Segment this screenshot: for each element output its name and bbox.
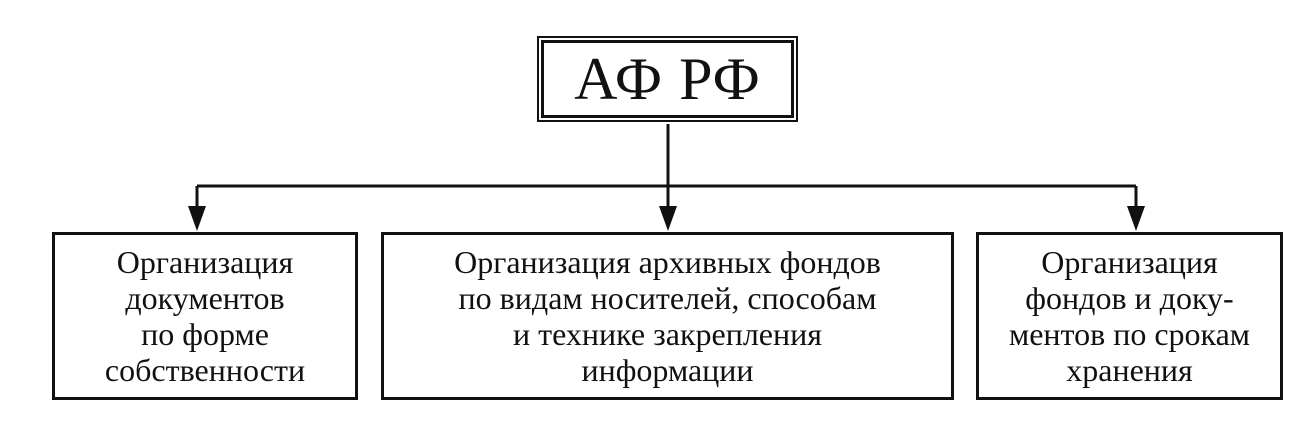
root-node: АФ РФ [537, 36, 798, 122]
label-line: Организация архивных фондов [454, 244, 881, 280]
label-line: информации [581, 352, 754, 388]
left-arrow-icon [188, 206, 206, 231]
label-line: Организация [116, 244, 294, 280]
root-node-label: АФ РФ [574, 46, 761, 112]
right-arrow-icon [1127, 206, 1145, 231]
child-node-label: Организация архивных фондов по видам нос… [454, 244, 881, 388]
label-line: хранения [1066, 352, 1193, 388]
child-node-label: Организация фондов и доку- ментов по сро… [1009, 244, 1250, 388]
center-arrow-icon [659, 206, 677, 231]
label-line: фондов и доку- [1025, 280, 1234, 316]
label-line: ментов по срокам [1008, 316, 1251, 352]
child-node-label: Организация документов по форме собствен… [105, 244, 305, 388]
label-line: собственности [104, 352, 306, 388]
label-line: и технике закрепления [513, 316, 822, 352]
label-line: Организация [1041, 244, 1218, 280]
label-line: документов [125, 280, 285, 316]
child-node-storage-terms: Организация фондов и доку- ментов по сро… [976, 232, 1283, 400]
child-node-media-types: Организация архивных фондов по видам нос… [381, 232, 954, 400]
label-line: по форме [141, 316, 269, 352]
label-line: по видам носителей, способам [458, 280, 877, 316]
child-node-ownership-form: Организация документов по форме собствен… [52, 232, 358, 400]
